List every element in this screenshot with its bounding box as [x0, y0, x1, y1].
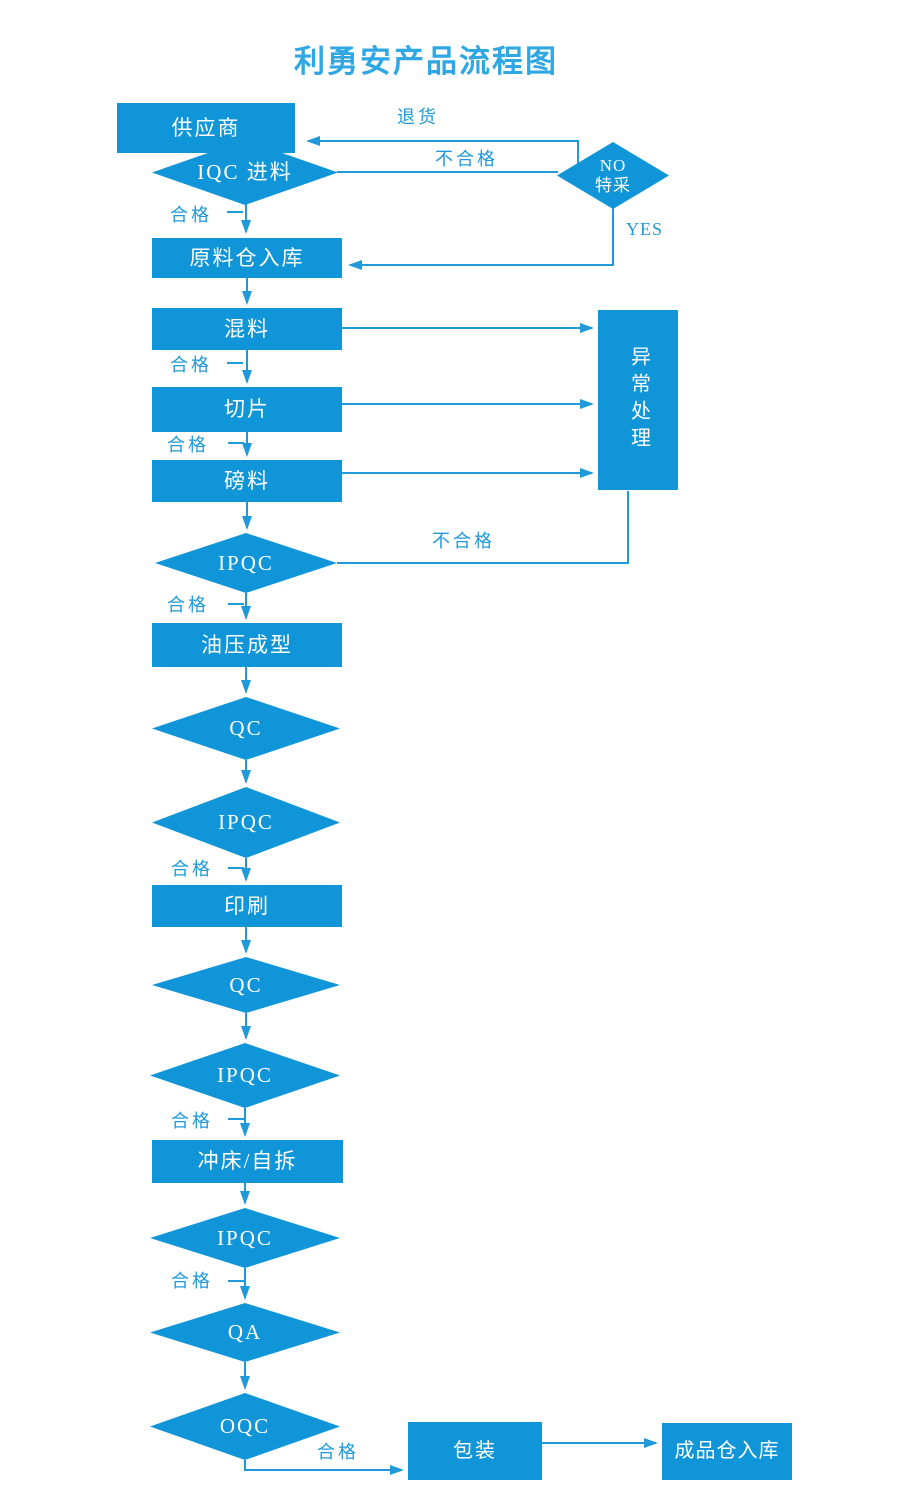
node-exception-handling: 异常处理 — [598, 310, 678, 490]
edge-label-qualified-iqc: 合格 — [170, 205, 212, 225]
edge-ipqc1-to-exception — [337, 491, 629, 564]
node-finished-goods-warehouse: 成品仓入库 — [662, 1423, 792, 1480]
node-weighing: 磅料 — [152, 460, 342, 502]
node-slicing: 切片 — [152, 387, 342, 432]
edge-label-qualified-slicing: 合格 — [167, 435, 209, 455]
node-printing: 印刷 — [152, 885, 342, 927]
edge-label-yes: YES — [626, 219, 664, 239]
node-hydraulic-forming: 油压成型 — [152, 623, 342, 667]
node-packing: 包装 — [408, 1422, 542, 1480]
edge-label-qualified-ipqc2: 合格 — [171, 859, 213, 879]
special-accept-line1: NO — [599, 155, 627, 175]
edge-label-qualified-ipqc4: 合格 — [171, 1271, 213, 1291]
edge-label-qualified-mixing: 合格 — [170, 355, 212, 375]
edge-label-unqualified-ipqc: 不合格 — [432, 531, 495, 551]
node-supplier: 供应商 — [117, 103, 295, 153]
node-punching: 冲床/自拆 — [152, 1140, 343, 1183]
edge-label-unqualified-top: 不合格 — [435, 149, 498, 169]
node-mixing: 混料 — [152, 308, 342, 350]
edge-label-qualified-oqc: 合格 — [317, 1442, 359, 1462]
edge-label-return-goods: 退货 — [397, 107, 439, 127]
edge-oqc-to-packing — [244, 1460, 404, 1475]
edge-label-qualified-ipqc1: 合格 — [167, 595, 209, 615]
node-raw-material-warehouse: 原料仓入库 — [152, 238, 342, 278]
page-title: 利勇安产品流程图 — [294, 44, 558, 79]
edge-label-qualified-ipqc3: 合格 — [171, 1111, 213, 1131]
edge-yes-to-raw-warehouse — [348, 208, 614, 270]
edge-return-goods — [306, 136, 579, 172]
special-accept-line2: 特采 — [595, 175, 631, 195]
